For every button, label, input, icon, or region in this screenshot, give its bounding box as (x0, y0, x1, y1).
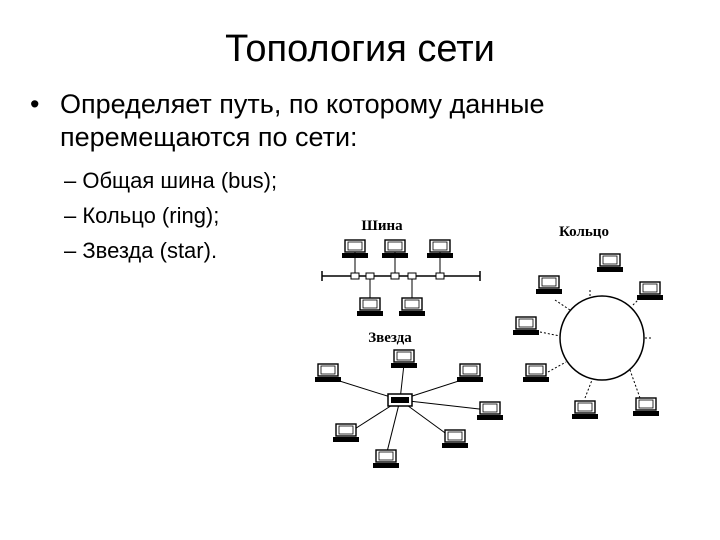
computer-icon (426, 239, 454, 259)
computer-icon (332, 423, 360, 443)
computer-icon (636, 281, 664, 301)
computer-icon (441, 429, 469, 449)
computer-icon (512, 316, 540, 336)
sub-item-bus: – Общая шина (bus); (64, 168, 278, 193)
sub-item-star: – Звезда (star). (64, 238, 218, 263)
main-bullet: • Определяет путь, по которому данные пе… (30, 88, 700, 154)
computer-icon (476, 401, 504, 421)
sub-item-ring: – Кольцо (ring); (64, 203, 220, 228)
bus-diagram (321, 239, 481, 317)
computer-icon (356, 297, 384, 317)
computer-icon (456, 363, 484, 383)
star-diagram-label: Звезда (368, 330, 412, 346)
computer-icon (596, 253, 624, 273)
computer-icon (571, 400, 599, 420)
computer-icon (522, 363, 550, 383)
computer-icon (314, 363, 342, 383)
bullet-text: Определяет путь, по которому данные пере… (60, 89, 545, 152)
ring-line (559, 295, 645, 381)
computer-icon (398, 297, 426, 317)
star-diagram (314, 349, 504, 469)
computer-icon (632, 397, 660, 417)
computer-icon (372, 449, 400, 469)
bus-diagram-label: Шина (361, 218, 403, 234)
ring-diagram (512, 253, 664, 420)
computer-icon (381, 239, 409, 259)
computer-icon (535, 275, 563, 295)
slide-title: Топология сети (225, 28, 495, 70)
bullet-marker: • (30, 89, 40, 119)
computer-icon (390, 349, 418, 369)
ring-diagram-label: Кольцо (559, 224, 609, 240)
computer-icon (341, 239, 369, 259)
